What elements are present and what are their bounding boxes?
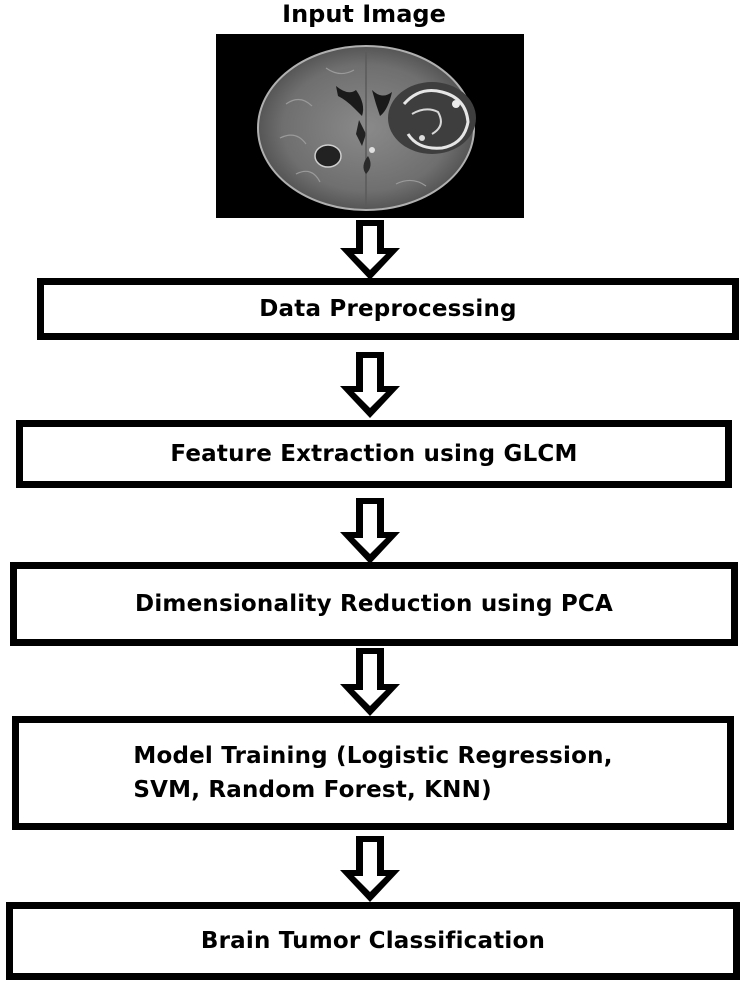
step-label: Feature Extraction using GLCM: [170, 441, 578, 467]
step-label-line-1: Model Training (Logistic Regression,: [133, 743, 613, 769]
step-label: Dimensionality Reduction using PCA: [135, 591, 613, 617]
step-model-training: Model Training (Logistic Regression, SVM…: [12, 716, 734, 830]
step-label-line-2: SVM, Random Forest, KNN): [133, 777, 492, 803]
step-brain-tumor-classification: Brain Tumor Classification: [6, 902, 740, 980]
flow-arrow-2: [338, 350, 402, 420]
flow-arrow-1: [338, 218, 402, 282]
step-label: Data Preprocessing: [259, 296, 517, 322]
step-data-preprocessing: Data Preprocessing: [37, 278, 739, 340]
flow-arrow-3: [338, 496, 402, 566]
flow-arrow-5: [338, 834, 402, 904]
input-image-title: Input Image: [282, 0, 446, 28]
brain-mri-image: [216, 34, 524, 218]
step-dimensionality-reduction: Dimensionality Reduction using PCA: [10, 562, 738, 646]
step-feature-extraction: Feature Extraction using GLCM: [16, 420, 732, 488]
flow-arrow-4: [338, 646, 402, 718]
step-label: Brain Tumor Classification: [200, 928, 546, 954]
